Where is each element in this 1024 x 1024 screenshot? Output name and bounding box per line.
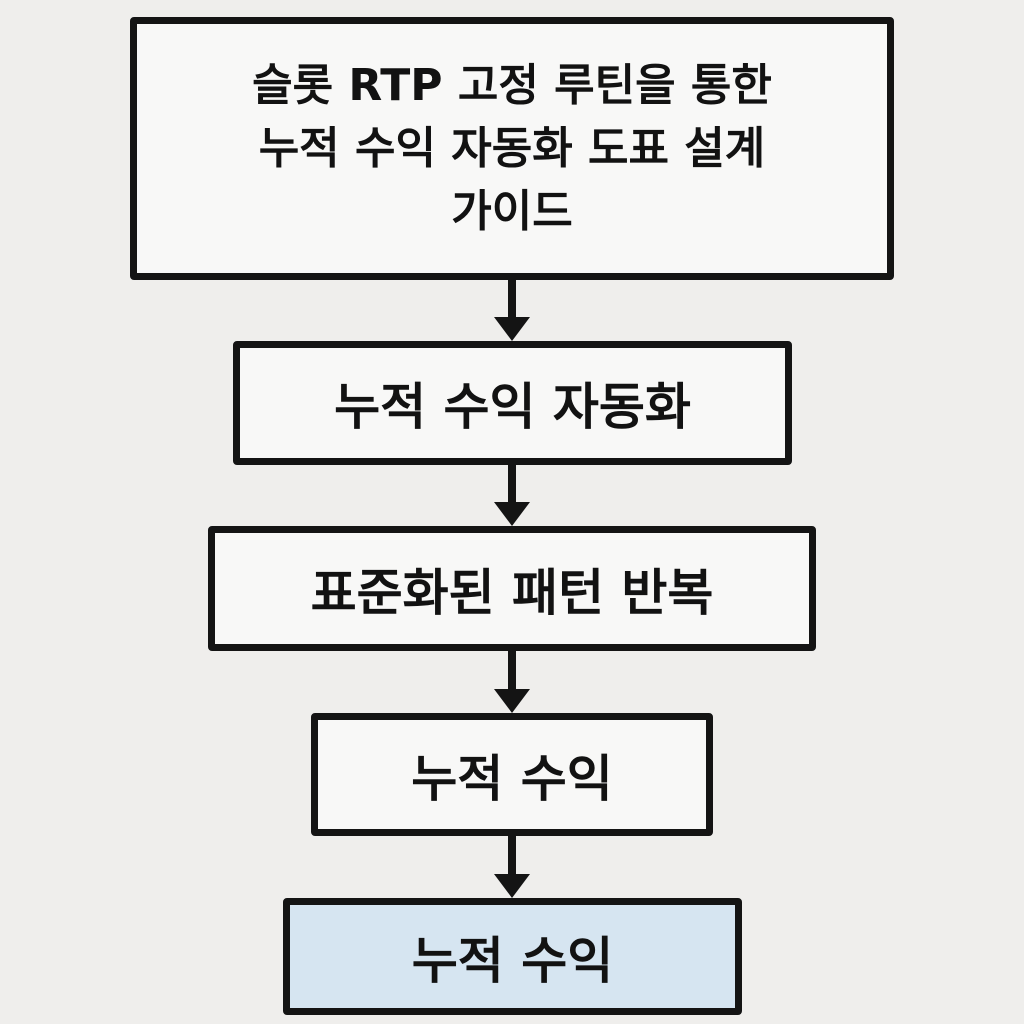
step-box-3: 누적 수익 bbox=[311, 713, 713, 836]
step-3-label: 누적 수익 bbox=[411, 749, 613, 808]
arrow-title-to-step-1 bbox=[492, 280, 532, 341]
step-1-label: 누적 수익 자동화 bbox=[334, 378, 691, 436]
title-box: 슬롯 RTP 고정 루틴을 통한 누적 수익 자동화 도표 설계 가이드 bbox=[130, 17, 894, 280]
step-box-2: 표준화된 패턴 반복 bbox=[208, 526, 816, 651]
arrow-step-2-to-step-3 bbox=[492, 651, 532, 713]
step-4-label: 누적 수익 bbox=[411, 931, 614, 990]
step-2-label: 표준화된 패턴 반복 bbox=[310, 563, 714, 622]
arrow-step-3-to-step-4 bbox=[492, 836, 532, 898]
step-box-1: 누적 수익 자동화 bbox=[233, 341, 792, 465]
step-box-4-highlighted: 누적 수익 bbox=[283, 898, 742, 1015]
title-text: 슬롯 RTP 고정 루틴을 통한 누적 수익 자동화 도표 설계 가이드 bbox=[252, 60, 772, 237]
arrow-step-1-to-step-2 bbox=[492, 465, 532, 526]
